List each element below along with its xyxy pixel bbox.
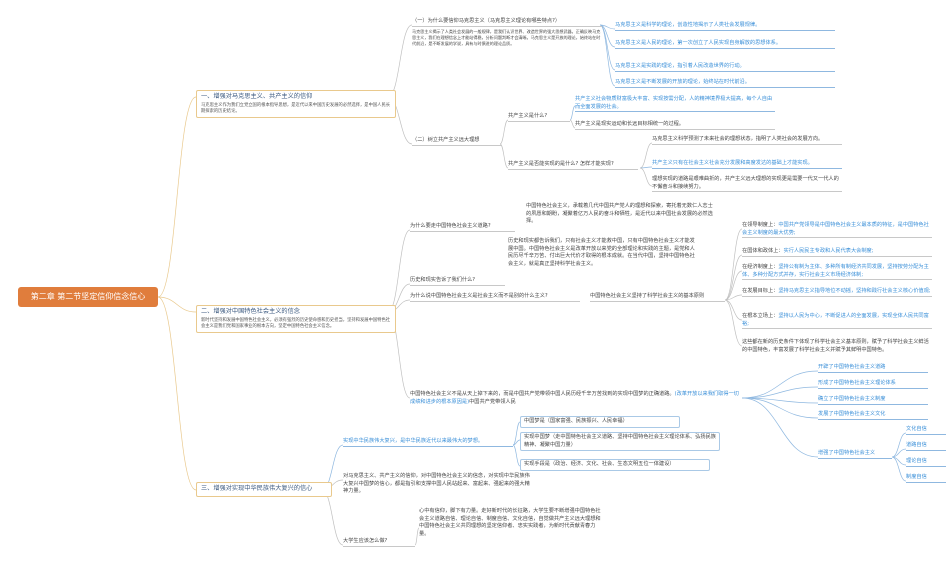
principle-label[interactable]: 为什么说中国特色社会主义是社会主义而不是别的什么主义? (410, 293, 580, 302)
link-can-2 (639, 166, 653, 169)
system-state[interactable]: 在国体和政体上：实行人民民主专政和人民代表大会制度; (742, 248, 932, 257)
q1-item-2[interactable]: 马克思主义是人民的理论，第一次创立了人民实现自身解放的思想体系。 (615, 40, 835, 49)
q2-what-item-2[interactable]: 共产主义是现实运动和长远目标相统一的过程。 (575, 121, 775, 130)
branch-1-title: 一、增强对马克思主义、共产主义的信仰 (201, 93, 313, 100)
link-conf-4 (891, 456, 907, 482)
branch-3-node[interactable]: 三、增强对实现中华民族伟大复兴的信心 (196, 482, 332, 497)
link-b3-student (321, 489, 344, 546)
link-what-2 (569, 119, 576, 129)
root-node[interactable]: 第二章 第二节坚定信仰信念信心 (18, 287, 158, 307)
link-tag-2 (741, 386, 819, 399)
link-sys-2 (724, 254, 743, 301)
confidence-label[interactable]: 增强了中国特色社会主义 (818, 450, 892, 459)
q1-label[interactable]: （一）为什么要信仰马克思主义（马克思主义理论有哪些特点?） (412, 18, 602, 27)
tag-system[interactable]: 确立了中国特色社会主义制度 (818, 396, 928, 405)
link-can-3 (639, 167, 653, 187)
q2-can-item-1[interactable]: 马克思主义科学预测了未来社会的理想状态，指明了人类社会的发展方向。 (652, 136, 842, 145)
system-goal[interactable]: 在发展目标上：坚持马克思主义指导地位不动摇，坚持和践行社会主义核心价值观; (742, 288, 932, 297)
link-conf-1 (891, 432, 907, 458)
q2-can-item-2[interactable]: 共产主义只有在社会主义社会充分发展和高度发达的基础上才能实现。 (652, 160, 842, 169)
branch-3-title: 三、增强对实现中华民族伟大复兴的信心 (201, 485, 313, 492)
q1-item-4[interactable]: 马克思主义是不断发展的开放的理论，始终站在时代前沿。 (615, 79, 835, 88)
tag-road[interactable]: 开辟了中国特色社会主义道路 (818, 364, 928, 373)
link-tag-4 (741, 397, 819, 419)
link-sys-1 (724, 228, 743, 301)
link-dream-1 (512, 421, 521, 446)
history-label[interactable]: 历史和现实告诉了我们什么? (410, 277, 505, 286)
q2-can-label[interactable]: 共产主义是否能实现的是什么? 怎样才能实现? (508, 161, 638, 170)
link-dream-2 (512, 439, 521, 446)
base-text: 中国特色社会主义不是从天上掉下来的，而是中国共产党带领中国人民历经千辛万苦找到的… (410, 391, 739, 405)
why-text: 中国特色社会主义，承载着几代中国共产党人的理想和探索，寄托着无数仁人志士的夙愿和… (526, 203, 713, 225)
link-q1-i4 (599, 24, 616, 87)
branch-1-desc: 马克思主义作为我们立党立国的根本指导思想，是近代以来中国历史发展的必然选择，是中… (201, 102, 391, 114)
q1-desc: 马克思主义揭示了人类社会发展的一般规律，是我们认识世界、改造世界的强大思想武器。… (412, 29, 601, 46)
link-dream-3 (512, 444, 521, 467)
link-tag-1 (741, 370, 819, 399)
system-note: 这些都在新的历史条件下体现了科学社会主义基本原则，赋予了科学社会主义鲜活的中国特… (742, 339, 929, 353)
link-what-1 (569, 105, 576, 121)
branch-2-desc: 新时代坚持和发展中国特色社会主义，必须有强烈的历史使命感和历史担当，坚持和发展中… (201, 317, 391, 329)
link-sys-3 (724, 270, 743, 301)
link-q2-can (499, 143, 509, 169)
branch-2-node[interactable]: 二、增强对中国特色社会主义的信念 新时代坚持和发展中国特色社会主义，必须有强烈的… (196, 305, 396, 334)
tag-theory[interactable]: 形成了中国特色社会主义理论体系 (818, 380, 928, 389)
link-b2-why (387, 229, 411, 313)
branch-1-node[interactable]: 一、增强对马克思主义、共产主义的信仰 马克思主义作为我们立党立国的根本指导思想，… (196, 90, 396, 119)
confidence-culture[interactable]: 文化自信 (906, 426, 946, 435)
link-root-b2 (157, 296, 197, 313)
student-label[interactable]: 大学生应该怎么做? (343, 538, 415, 547)
link-b1-q1 (387, 24, 413, 98)
link-root-b3 (157, 296, 197, 491)
link-sys-5 (724, 299, 743, 321)
pledge-text: 对马克思主义、共产主义的信仰，对中国特色社会主义的信念，对实现中华民族伟大复兴中… (343, 473, 530, 495)
history-text: 历史和现实都告诉我们，只有社会主义才能救中国，只有中国特色社会主义才能发展中国。… (508, 238, 695, 267)
dream-item-2[interactable]: 实现中国梦（走中国特色社会主义道路、坚持中国特色社会主义理论体系、弘扬民族精神、… (520, 432, 720, 452)
branch-2-title: 二、增强对中国特色社会主义的信念 (201, 308, 300, 315)
q1-item-1[interactable]: 马克思主义是科学的理论，创造性地揭示了人类社会发展规律。 (615, 22, 835, 31)
link-student-text (414, 527, 420, 546)
q2-what-item-1[interactable]: 共产主义社会物质财富极大丰富、实现按需分配，人的精神境界极大提高，每个人自由而全… (575, 96, 775, 113)
link-sys-4 (724, 294, 743, 301)
why-label[interactable]: 为什么要走中国特色社会主义道路? (410, 223, 515, 232)
system-leadership[interactable]: 在领导制度上：中国共产党领导是中国特色社会主义最本质的特征，是中国特色社会主义制… (742, 222, 932, 239)
link-q2-what (499, 119, 509, 145)
q2-label[interactable]: （二）树立共产主义远大理想 (412, 137, 502, 146)
tag-culture[interactable]: 发展了中国特色社会主义文化 (818, 411, 928, 420)
link-can-1 (639, 142, 653, 169)
q2-can-item-3[interactable]: 理想实现的道路是艰难曲折的，共产主义远大理想的实现更是需要一代又一代人的不懈奋斗… (652, 176, 842, 193)
confidence-road[interactable]: 道路自信 (906, 442, 946, 451)
principle-mid[interactable]: 中国特色社会主义坚持了科学社会主义的基本原则 (590, 293, 725, 302)
link-conf-2 (891, 448, 907, 458)
link-tag-conf (741, 397, 819, 458)
system-economy[interactable]: 在经济制度上：坚持公有制为主体、多种所有制经济共同发展，坚持按劳分配为主体、多种… (742, 264, 932, 281)
confidence-theory[interactable]: 理论自信 (906, 458, 946, 467)
confidence-system[interactable]: 制度自信 (906, 474, 946, 483)
q2-what-label[interactable]: 共产主义是什么? (508, 113, 570, 122)
system-stand[interactable]: 在根本立场上：坚持以人民为中心，不断促进人的全面发展，实现全体人民共同富裕; (742, 313, 932, 330)
q1-item-3[interactable]: 马克思主义是实践的理论，指引着人民改造世界的行动。 (615, 63, 835, 72)
dream-item-1[interactable]: 中国梦是（国家富强、民族振兴、人民幸福） (520, 416, 680, 428)
link-sys-6 (724, 299, 743, 347)
student-text: 心中有信仰，脚下有力量。走好新时代的长征路，大学生要不断增强中国特色社会主义道路… (419, 508, 601, 537)
dream-label[interactable]: 实现中华民族伟大复兴，是中华民族近代以来最伟大的梦想。 (343, 438, 513, 447)
link-q1-i3 (599, 24, 616, 71)
dream-item-3[interactable]: 实现手段是（政治、经济、文化、社会、生态文明五位一体建设） (520, 459, 710, 471)
link-root-b1 (157, 96, 197, 298)
